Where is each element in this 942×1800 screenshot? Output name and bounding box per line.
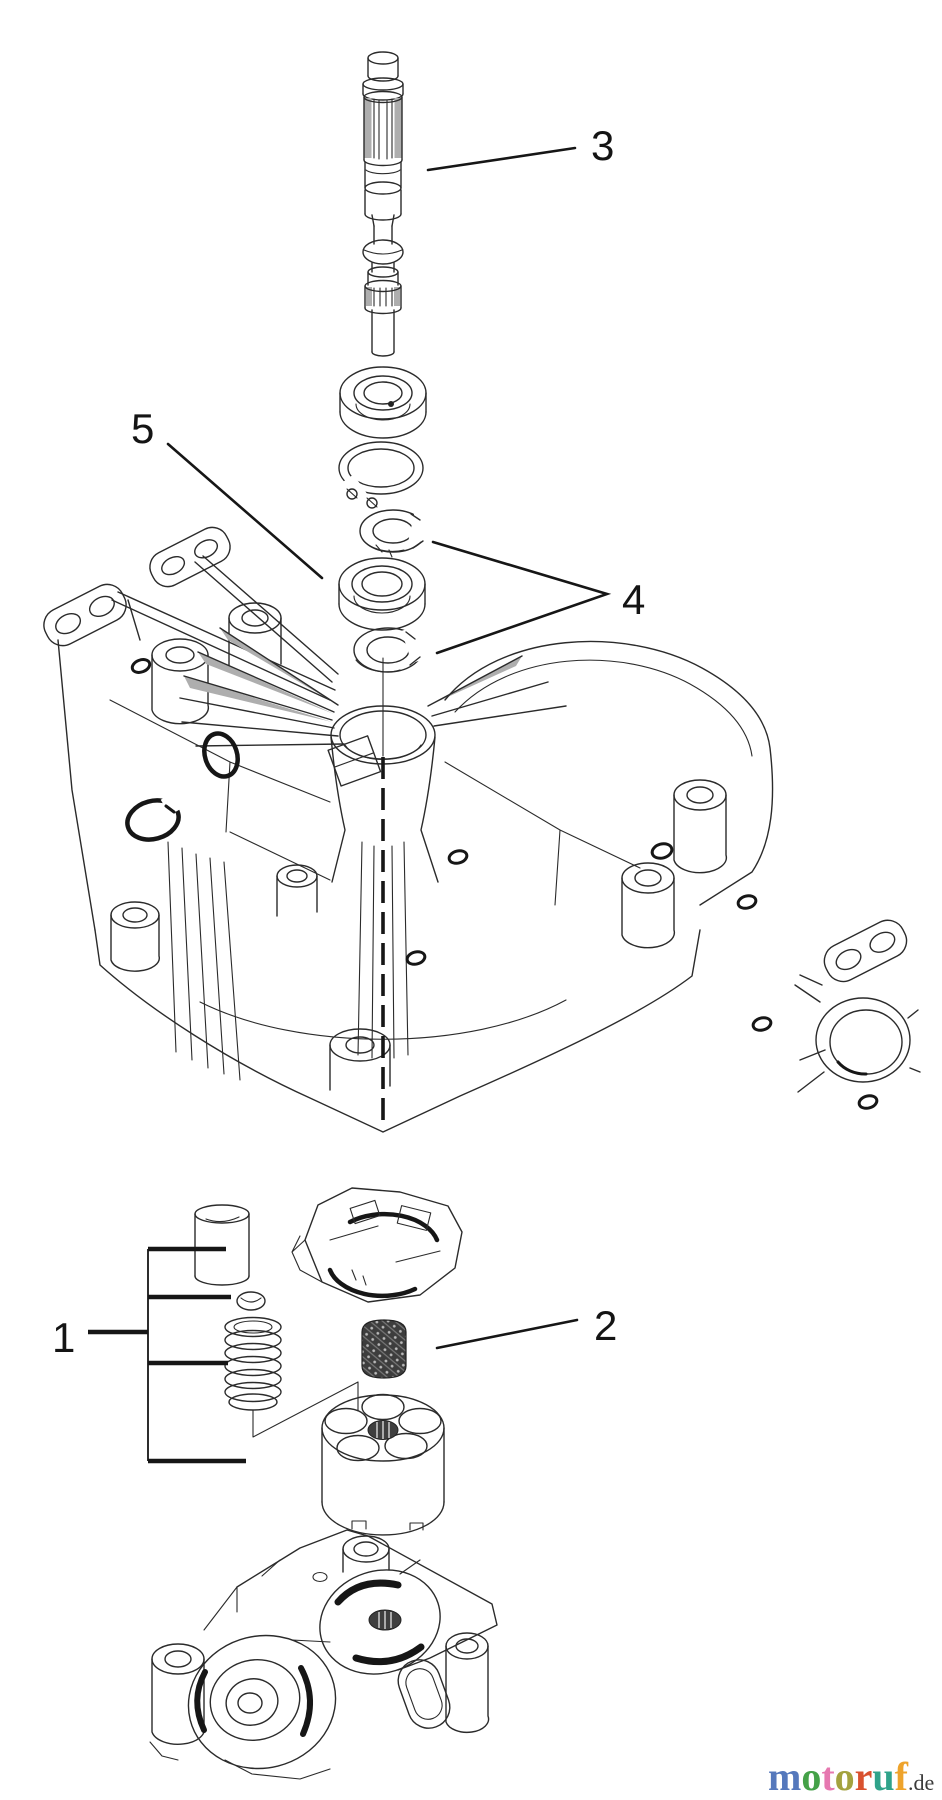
callout-2-leader [435, 1318, 579, 1350]
wm-letter: u [872, 1754, 894, 1799]
callout-1-ticks [88, 1246, 246, 1464]
wm-letter: o [801, 1754, 821, 1799]
callout-2: 2 [435, 1302, 617, 1350]
callout-5: 5 [131, 405, 324, 580]
pump-face [319, 1569, 441, 1675]
callout-4-label: 4 [622, 576, 645, 623]
swashplate [291, 1187, 463, 1303]
case-bosses [110, 602, 908, 1091]
side-port [397, 1659, 451, 1729]
o-ring-seal [202, 731, 240, 779]
case-ribs [167, 841, 241, 1081]
cylinder-block [321, 1393, 445, 1536]
wm-letter: f [895, 1754, 909, 1799]
axle-bore [794, 984, 921, 1093]
piston-spring [224, 1316, 282, 1411]
callout-5-label: 5 [131, 405, 154, 452]
wm-letter: o [835, 1754, 855, 1799]
watermark-logo: motoruf.de [768, 1754, 934, 1799]
end-cap [149, 1529, 498, 1780]
transaxle-case [43, 526, 921, 1133]
wm-letter: r [855, 1754, 873, 1799]
case-fins [179, 627, 567, 747]
upper-bearing [339, 366, 427, 439]
center-spring [361, 1319, 407, 1379]
spring-insert-line [252, 1381, 359, 1438]
callout-3-leader [426, 146, 577, 172]
wm-suffix: .de [908, 1770, 934, 1795]
callout-2-label: 2 [594, 1302, 617, 1349]
callout-4: 4 [431, 540, 645, 655]
case-dome [444, 640, 774, 906]
callout-5-leader [166, 442, 324, 580]
watermark-text: motoruf.de [768, 1754, 934, 1799]
retaining-ring [328, 441, 424, 520]
callout-1-label: 1 [52, 1314, 75, 1361]
upper-e-ring [359, 505, 442, 558]
callout-3: 3 [426, 122, 614, 172]
small-o-rings [130, 658, 879, 1110]
c-clip-seal [125, 790, 186, 842]
lower-bearing [338, 557, 426, 631]
callout-3-label: 3 [591, 122, 614, 169]
lower-e-ring [353, 622, 437, 673]
callout-4-leader [431, 540, 612, 655]
wm-letter: m [768, 1754, 801, 1799]
piston [194, 1204, 250, 1286]
check-ball [236, 1291, 266, 1311]
callout-1: 1 [52, 1246, 246, 1464]
pump-shaft [362, 51, 404, 357]
wm-letter: t [821, 1754, 835, 1799]
gear-drum [187, 1634, 337, 1780]
